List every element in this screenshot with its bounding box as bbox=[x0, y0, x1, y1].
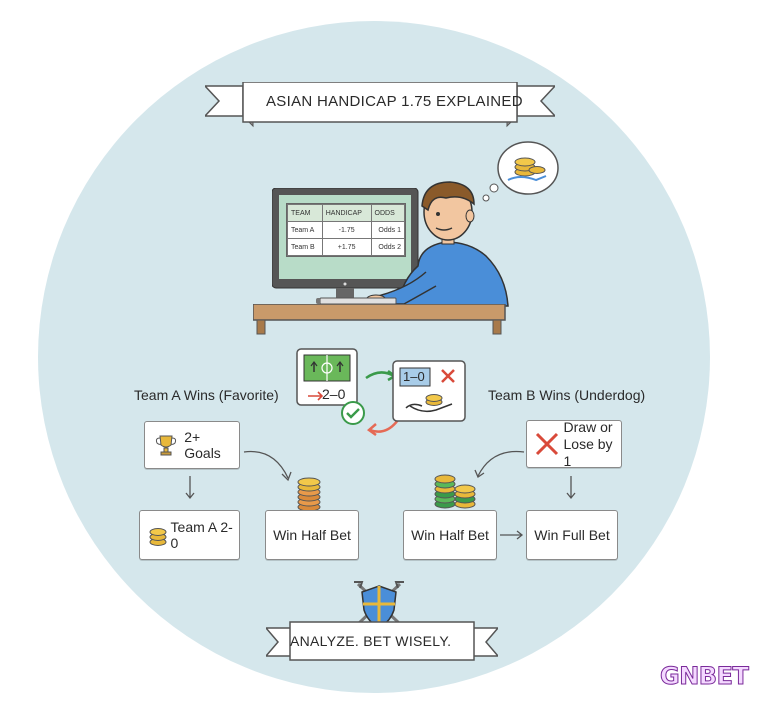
table-row: Team B +1.75 Odds 2 bbox=[287, 238, 406, 256]
team-a-score-label: Team A 2-0 bbox=[170, 519, 233, 551]
condition-line1: Draw or bbox=[563, 418, 613, 435]
right-branch-heading: Team B Wins (Underdog) bbox=[488, 387, 646, 403]
red-curved-arrow-icon bbox=[366, 419, 399, 437]
arrow-right-icon bbox=[500, 530, 524, 540]
table-cell: Odds 2 bbox=[370, 238, 406, 256]
arrow-down-left bbox=[185, 476, 195, 500]
left-branch-heading: Team A Wins (Favorite) bbox=[134, 387, 279, 403]
right-win-half-bet-label: Win Half Bet bbox=[411, 527, 489, 543]
gnbet-logo: GNBET bbox=[659, 662, 749, 691]
team-a-score-box: Team A 2-0 bbox=[139, 510, 240, 560]
arrow-down-right bbox=[566, 476, 576, 500]
table-cell: +1.75 bbox=[321, 238, 372, 256]
draw-or-lose-box: Draw or Lose by 1 bbox=[526, 419, 622, 470]
trophy-icon bbox=[155, 435, 177, 456]
left-win-half-bet-box: Win Half Bet bbox=[265, 510, 359, 560]
page-title: ASIAN HANDICAP 1.75 EXPLAINED bbox=[266, 93, 523, 110]
table-header: TEAM bbox=[287, 204, 323, 222]
goals-condition-box: 2+ Goals bbox=[144, 421, 240, 469]
soccer-field-icon bbox=[296, 348, 358, 406]
footer-ribbon bbox=[266, 621, 498, 661]
score-right: 1–0 bbox=[403, 369, 425, 384]
green-coin-stack-icon bbox=[434, 474, 476, 509]
person-illustration bbox=[365, 181, 509, 307]
score-panel bbox=[392, 360, 466, 422]
shield-swords-icon bbox=[354, 581, 404, 629]
table-cell: Team B bbox=[287, 238, 323, 256]
odds-table: TEAM HANDICAP ODDS Team A -1.75 Odds 1 T… bbox=[286, 203, 406, 257]
table-cell: Team A bbox=[287, 221, 323, 239]
goals-condition-label: 2+ Goals bbox=[184, 429, 221, 461]
keyboard bbox=[320, 297, 397, 305]
red-arrow-icon bbox=[308, 391, 324, 401]
coin-stack-icon bbox=[149, 528, 167, 546]
condition-line2: Lose by 1 bbox=[563, 435, 613, 469]
win-full-bet-box: Win Full Bet bbox=[526, 510, 618, 560]
checkmark-icon bbox=[341, 401, 365, 425]
score-left: 2–0 bbox=[322, 386, 346, 402]
curved-arrow-to-half-bet bbox=[243, 450, 292, 482]
curved-arrow-to-right-half-bet bbox=[474, 450, 525, 478]
condition-text: Draw or Lose by 1 bbox=[564, 419, 621, 470]
title-ribbon bbox=[205, 82, 555, 128]
win-full-bet-label: Win Full Bet bbox=[534, 527, 610, 543]
footer-slogan: ANALYZE. BET WISELY. bbox=[290, 633, 452, 649]
right-win-half-bet-box: Win Half Bet bbox=[403, 510, 497, 560]
coin-stack-icon bbox=[297, 477, 321, 512]
thought-bubble-coins-icon bbox=[482, 141, 559, 202]
red-x-icon bbox=[535, 432, 559, 456]
left-win-half-bet-label: Win Half Bet bbox=[273, 527, 351, 543]
desk bbox=[253, 304, 506, 335]
